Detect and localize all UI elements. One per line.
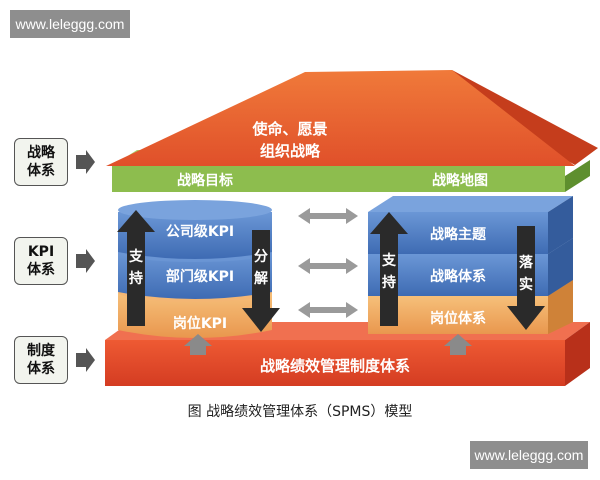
left-column	[118, 200, 272, 338]
strategic-goal-label: 战略目标	[177, 173, 233, 189]
left-support-text: 支 持	[129, 249, 143, 287]
left-layer-1	[118, 212, 272, 259]
roof-text-1: 使命、愿景	[252, 120, 328, 138]
figure-caption: 图 战略绩效管理体系（SPMS）模型	[187, 404, 413, 420]
side-label-kpi: KPI 体系	[14, 237, 68, 285]
double-arrow-1	[298, 208, 358, 224]
side-arrow-2	[76, 249, 95, 273]
green-band-side	[565, 160, 590, 192]
side-arrow-1	[76, 150, 95, 174]
left-decompose-text: 分 解	[254, 249, 268, 287]
double-arrow-3	[298, 302, 358, 318]
roof-text-2: 组织战略	[259, 142, 320, 160]
roof	[106, 70, 575, 166]
left-layer-3-label: 岗位KPI	[172, 316, 228, 332]
double-arrows	[298, 208, 358, 318]
right-layer-3-label: 岗位体系	[430, 311, 486, 327]
right-layer-2-label: 战略体系	[430, 269, 486, 285]
double-arrow-2	[298, 258, 358, 274]
left-layer-2	[118, 252, 272, 299]
left-layer-2-label: 部门级KPI	[165, 269, 235, 285]
strategy-map-label: 战略地图	[432, 173, 488, 189]
side-label-strategy: 战略 体系	[14, 138, 68, 186]
green-band	[112, 166, 565, 192]
base-slab-front	[105, 340, 565, 386]
side-arrow-3	[76, 348, 95, 372]
watermark-top: www.leleggg.com	[10, 10, 130, 38]
watermark-bottom: www.leleggg.com	[470, 441, 588, 469]
left-layer-3	[118, 292, 272, 338]
right-support-arrow	[370, 212, 408, 326]
left-support-arrow	[117, 210, 155, 326]
right-implement-text: 落 实	[519, 255, 533, 293]
right-implement-arrow	[507, 226, 545, 330]
side-label-system: 制度 体系	[14, 336, 68, 384]
base-slab-side	[565, 322, 590, 386]
base-label: 战略绩效管理制度体系	[259, 357, 410, 375]
right-layer-1-label: 战略主题	[430, 227, 486, 243]
left-layer-1-label: 公司级KPI	[165, 224, 235, 240]
left-up-arrow-small	[184, 334, 212, 355]
right-support-text: 支 持	[382, 253, 396, 291]
right-up-arrow-small	[444, 334, 472, 355]
roof-side	[448, 70, 598, 165]
left-decompose-arrow	[242, 230, 280, 332]
